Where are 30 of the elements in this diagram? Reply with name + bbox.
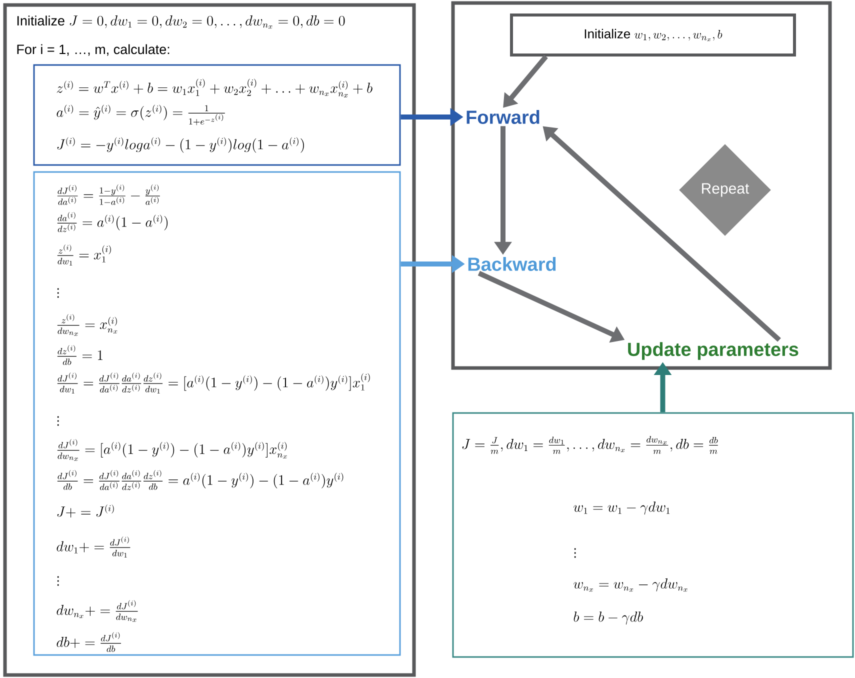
formula: $w_1 = w_1 - \gamma dw_1$ bbox=[574, 502, 670, 515]
step-label: Forward bbox=[466, 110, 540, 124]
formula: $\frac{da^{(i)}}{dz^{(i)}} = a^{(i)}(1 - a^{(i)})$ bbox=[57, 212, 168, 232]
process-box: $\text{Initialize } w_1, w_2, \dots, w_{n_x}, b$ bbox=[510, 14, 796, 56]
formula: $\frac{z^{(i)}}{dw_{n_x}} = x_{n_x}^{(i)}$ bbox=[57, 314, 118, 336]
formula: $dw_1{+}= \frac{dJ^{(i)}}{dw_1}$ bbox=[56, 536, 130, 558]
formula: $J = \frac{J}{m}, dw_1 = \frac{dw_1}{m}, \dots, dw_{n_x} = \frac{dw_{n_x}}{m}, db = \frac{db}{m}$ bbox=[462, 436, 718, 454]
heading-formula: $\text{Initialize } J = 0, dw_1 = 0, dw_2 = 0, \dots, dw_{n_x} = 0, db = 0$ bbox=[17, 15, 345, 29]
flow-frame bbox=[451, 1, 832, 370]
formula: $J^{(i)} = -y^{(i)} log a^{(i)} - (1 - y^{(i)}) log(1 - a^{(i)})$ bbox=[57, 137, 304, 153]
heading-text: For i = 1, …, m, calculate: bbox=[17, 44, 170, 56]
formula: $\vdots$ bbox=[574, 548, 576, 558]
step-label: Backward bbox=[468, 257, 556, 271]
formula: $\frac{dz^{(i)}}{db} = 1$ bbox=[57, 345, 103, 365]
formula: $\frac{dJ^{(i)}}{da^{(i)}} = \frac{1-y^{(i)}}{1-a^{(i)}} - \frac{y^{(i)}}{a^{(i)}}$ bbox=[57, 184, 160, 205]
step-label: Update parameters bbox=[628, 342, 798, 360]
formula: $\frac{dJ^{(i)}}{dw_{n_x}} = [a^{(i)}(1 - y^{(i)}) - (1 - a^{(i)})y^{(i)}]x_{n_x}^{(i)}$ bbox=[57, 439, 287, 461]
formula: $\frac{dJ^{(i)}}{db} = \frac{dJ^{(i)}}{da^{(i)}} \frac{da^{(i)}}{dz^{(i)}} \frac{dz^{(i)}}{db} = a^{(i)}(1 - y^{(i)}) - (1 - a^{(i)})y^{(i)}$ bbox=[57, 470, 344, 490]
formula: $\vdots$ bbox=[57, 576, 59, 586]
formula: $z^{(i)} = w^T x^{(i)} + b = w_1 x_1^{(i)} + w_2 x_2^{(i)} + \ldots + w_{n_x} x_{n_x}^{(i)} + b$ bbox=[56, 78, 372, 98]
formula: $\frac{dJ^{(i)}}{dw_1} = \frac{dJ^{(i)}}{da^{(i)}} \frac{da^{(i)}}{dz^{(i)}} \frac{dz^{(i)}}{dw_1} = [a^{(i)}(1 - y^{(i)}) - (1 - a^{(i)})y^{(i)}]x_1^{(i)}$ bbox=[57, 372, 370, 394]
formula: $\vdots$ bbox=[57, 288, 59, 298]
formula: $a^{(i)} = \hat{y}^{(i)} = \sigma(z^{(i)}) = \frac{1}{1+e^{-z^{(i)}}}$ bbox=[56, 104, 225, 126]
formula: $\vdots$ bbox=[57, 416, 59, 426]
formula: $b = b - \gamma db$ bbox=[574, 612, 643, 625]
formula: $J{+}= J^{(i)}$ bbox=[57, 504, 114, 518]
formula: $dw_{n_x}{+}= \frac{dJ^{(i)}}{dw_{n_x}}$ bbox=[56, 600, 138, 622]
formula: $w_{n_x} = w_{n_x} - \gamma dw_{n_x}$ bbox=[574, 578, 688, 592]
formula: $\frac{z^{(i)}}{dw_1} = x_1^{(i)}$ bbox=[57, 244, 111, 266]
formula: $db{+}= \frac{dJ^{(i)}}{db}$ bbox=[56, 632, 121, 652]
